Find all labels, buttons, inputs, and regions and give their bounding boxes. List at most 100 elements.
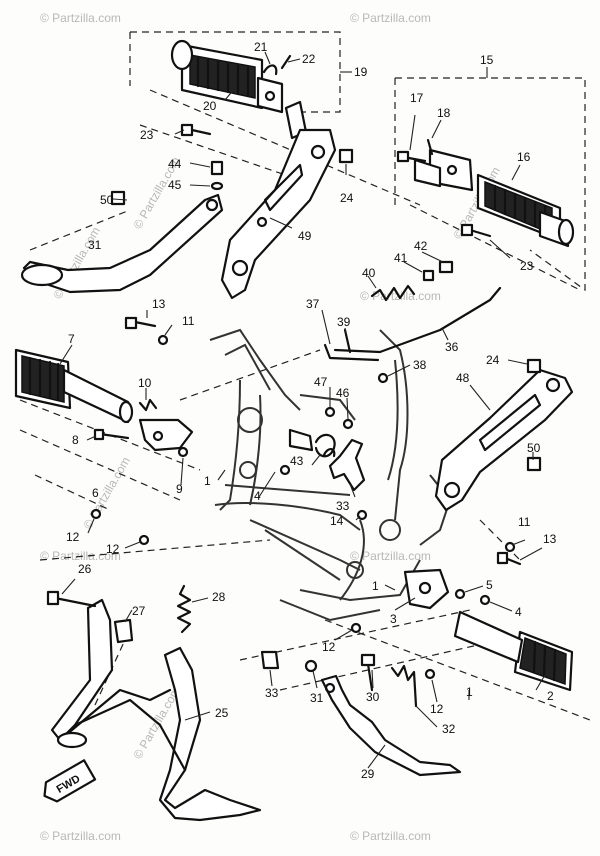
label-49: 49 [298,229,312,243]
label-13-left: 13 [152,297,166,311]
label-16: 16 [517,150,531,164]
brake-pedal [20,193,224,294]
washer-47 [324,406,336,418]
label-33: 33 [265,686,279,700]
brake-shaft-35 [328,438,366,492]
label-28: 28 [212,590,226,604]
bolt-head-8 [93,428,105,441]
washer-12-c [350,622,362,634]
label-15: 15 [480,53,494,67]
spring-28 [176,584,192,634]
label-35: 33 [336,499,350,513]
label-44: 44 [168,157,182,171]
spring-40 [370,284,416,302]
label-50-left: 50 [100,193,114,207]
label-10: 10 [138,376,152,390]
bolt-30 [366,662,374,692]
washer-12-a [90,508,102,520]
spring-43 [314,433,336,458]
pin-9 [177,446,189,458]
label-3: 3 [390,612,397,626]
washer-46 [342,418,354,430]
assembly-line [179,349,321,401]
bolt-head-13-right [496,551,509,565]
label-23-left: 23 [140,128,154,142]
label-13-right: 13 [543,532,557,546]
part-labels: 21 22 19 20 23 44 45 50 24 49 31 15 17 1… [66,40,557,781]
label-36: 36 [445,340,459,354]
forward-arrow-badge: FWD [43,759,97,803]
label-4-left: 4 [254,489,261,503]
label-19: 19 [354,65,368,79]
label-7: 7 [68,332,75,346]
assembly-line [19,429,181,501]
label-32: 32 [442,722,456,736]
washer-4-left [279,464,291,476]
rider-footrest-box-right [394,77,586,292]
label-2: 2 [547,689,554,703]
bolt-26 [53,596,97,608]
label-17: 17 [410,91,424,105]
washer-38 [377,372,389,384]
label-8: 8 [72,433,79,447]
label-1-left: 1 [204,474,211,488]
watermark: © Partzilla.com [350,549,431,563]
nut-50-left [110,190,126,206]
label-14: 14 [330,514,344,528]
label-11-right: 11 [518,515,531,529]
label-12-b: 12 [106,542,120,556]
label-9: 9 [176,482,183,496]
washer-12-b [138,534,150,546]
label-22: 22 [302,52,316,66]
label-12-a: 12 [66,530,80,544]
label-1-mid: 1 [372,579,379,593]
label-47: 47 [314,375,328,389]
label-12-d: 12 [430,702,444,716]
label-4: 4 [515,605,522,619]
watermark: © Partzilla.com [40,829,121,843]
rod-end-37 [323,343,380,362]
assembly-line [149,89,421,206]
spring-43-coil [322,448,336,458]
label-40: 40 [362,266,376,280]
washer-11-left [157,334,169,346]
clip-21 [262,64,278,76]
watermark: © Partzilla.com [80,454,133,531]
label-1-right: 1 [466,685,473,699]
pin-5 [454,588,466,600]
nut-24-top [338,148,354,164]
leader-lines [59,51,546,769]
collar-27 [113,618,134,644]
footrest-right-front [453,610,574,692]
bolt-head-17 [396,150,410,163]
label-41: 41 [394,251,408,265]
washer-14 [356,509,368,521]
label-50-right: 50 [527,441,541,455]
label-29: 29 [361,767,375,781]
nut-42 [438,260,454,274]
footrest-rubber-left [170,39,308,140]
label-18: 18 [437,106,451,120]
main-stand [50,598,262,822]
brake-rod-36 [333,286,502,354]
footrest-bracket-front-left [138,418,194,452]
spring-32 [390,664,418,708]
side-stand [320,674,462,777]
collar-41 [422,269,435,282]
label-39: 39 [337,315,351,329]
label-31: 31 [310,691,324,705]
pin-22 [280,54,292,70]
nut-33 [260,650,280,670]
assembly-line [479,519,521,561]
watermark: © Partzilla.com [350,11,431,25]
label-30: 30 [366,690,380,704]
label-25: 25 [215,706,229,720]
bolt-head-30 [360,653,376,667]
bolt-8 [98,432,130,440]
bolt-head-23-right [460,223,474,237]
nut-50-right [526,456,542,472]
bolt-head-23-left [180,123,194,137]
label-23-right: 23 [520,259,534,273]
label-26: 26 [78,562,92,576]
bolt-23-right [468,228,492,238]
